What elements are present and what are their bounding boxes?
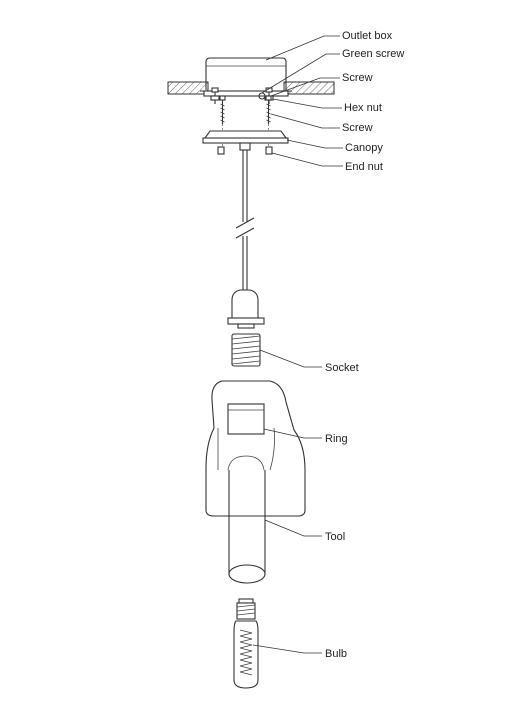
ring (227, 403, 265, 435)
socket-cap (227, 289, 265, 329)
bulb-icon (233, 598, 259, 689)
cord (235, 150, 255, 290)
label-screw-top: Screw (342, 72, 373, 84)
bracket-screw-left (210, 87, 220, 104)
label-hex-nut: Hex nut (344, 102, 382, 114)
leader-lines (252, 35, 343, 654)
label-bulb: Bulb (325, 648, 347, 660)
label-outlet-box: Outlet box (342, 30, 393, 42)
canopy (202, 130, 289, 151)
label-socket: Socket (325, 362, 359, 374)
labels: Outlet box Green screw Screw Hex nut Scr… (325, 30, 404, 660)
label-green-screw: Green screw (342, 48, 404, 60)
label-ring: Ring (325, 433, 348, 445)
outlet-box (200, 57, 292, 92)
socket (231, 333, 261, 367)
label-tool: Tool (325, 531, 345, 543)
long-screws (219, 95, 272, 124)
end-nuts (217, 146, 273, 155)
label-screw-lower: Screw (342, 122, 373, 134)
shade (205, 380, 306, 517)
mounting-bracket (203, 90, 289, 97)
label-canopy: Canopy (345, 142, 383, 154)
tool (228, 470, 266, 584)
label-end-nut: End nut (345, 161, 383, 173)
